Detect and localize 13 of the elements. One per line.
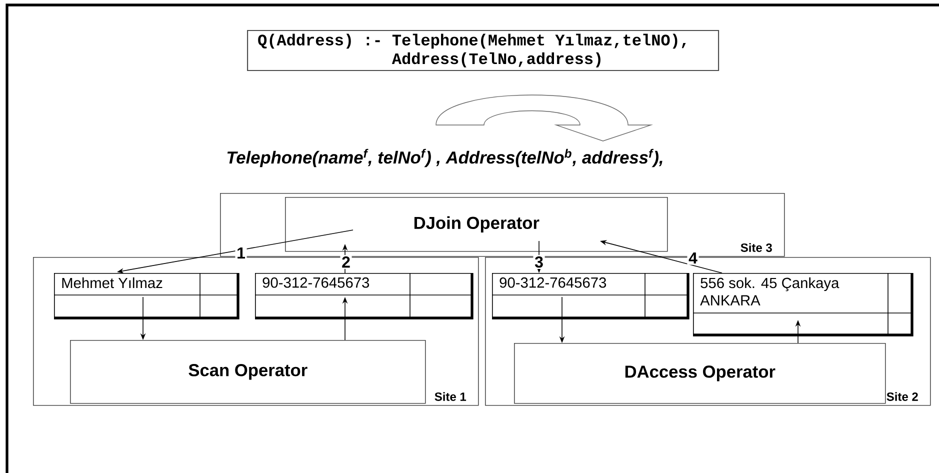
table: 90-312-7645673 xyxy=(254,272,474,320)
table: 90-312-7645673 xyxy=(492,272,690,320)
edge-label: 4 xyxy=(687,251,699,265)
operator-box: DJoin Operator xyxy=(285,196,668,252)
query-box: Q(Address) :- Telephone(Mehmet Yılmaz,telNO), Address(TelNo,address) xyxy=(247,30,720,72)
edge-label: 3 xyxy=(533,254,545,269)
table: Mehmet Yılmaz xyxy=(54,272,240,320)
table: 556 sok. 45 Çankaya ANKARA xyxy=(692,272,914,336)
edge-label: 2 xyxy=(340,255,352,269)
binding-expression: Telephone(name$^{f}$, telNo$^{f}$) , Address(telNo$^{b}$, address$^{f}$), xyxy=(227,148,662,168)
operator-box: DAccess Operator xyxy=(514,343,886,404)
operator-box: Scan Operator xyxy=(70,340,426,404)
edge-label: 1 xyxy=(235,246,247,260)
